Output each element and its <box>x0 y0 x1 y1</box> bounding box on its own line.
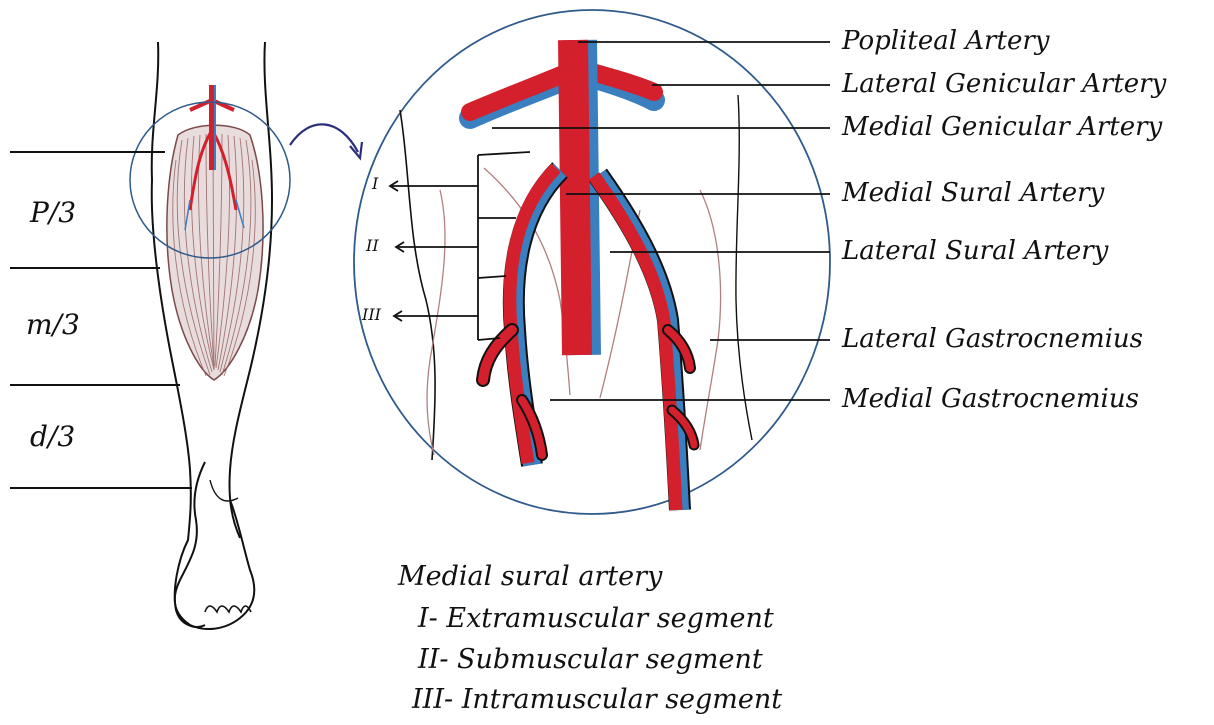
label-proximal-third: P/3 <box>30 196 76 229</box>
ankle-line <box>210 480 238 501</box>
zoom-arrow <box>290 124 358 152</box>
label-middle-third: m/3 <box>26 308 80 341</box>
segment-label-3: III <box>362 305 381 324</box>
label-lateral-genicular-artery: Lateral Genicular Artery <box>842 71 1166 97</box>
artery-tree <box>470 40 694 510</box>
legend-item-2: II- Submuscular segment <box>418 646 763 673</box>
segment-label-2: II <box>366 236 379 255</box>
label-popliteal-artery: Popliteal Artery <box>842 28 1049 54</box>
muscle-contour-3 <box>700 190 721 450</box>
label-distal-third: d/3 <box>30 420 75 453</box>
legend-title: Medial sural artery <box>398 563 662 590</box>
enlarged-view <box>354 10 830 514</box>
label-medial-gastrocnemius: Medial Gastrocnemius <box>842 386 1139 412</box>
legend-item-3: III- Intramuscular segment <box>412 686 782 713</box>
label-medial-sural-artery: Medial Sural Artery <box>842 180 1104 206</box>
legend-item-1: I- Extramuscular segment <box>418 605 774 632</box>
leg-outline-bg-right <box>736 95 752 440</box>
label-lateral-sural-artery: Lateral Sural Artery <box>842 238 1108 264</box>
label-lateral-gastrocnemius: Lateral Gastrocnemius <box>842 326 1143 352</box>
label-medial-genicular-artery: Medial Genicular Artery <box>842 114 1162 140</box>
toes <box>205 606 251 612</box>
segment-label-1: I <box>372 174 378 193</box>
leg-outline-bg-left <box>400 110 435 460</box>
